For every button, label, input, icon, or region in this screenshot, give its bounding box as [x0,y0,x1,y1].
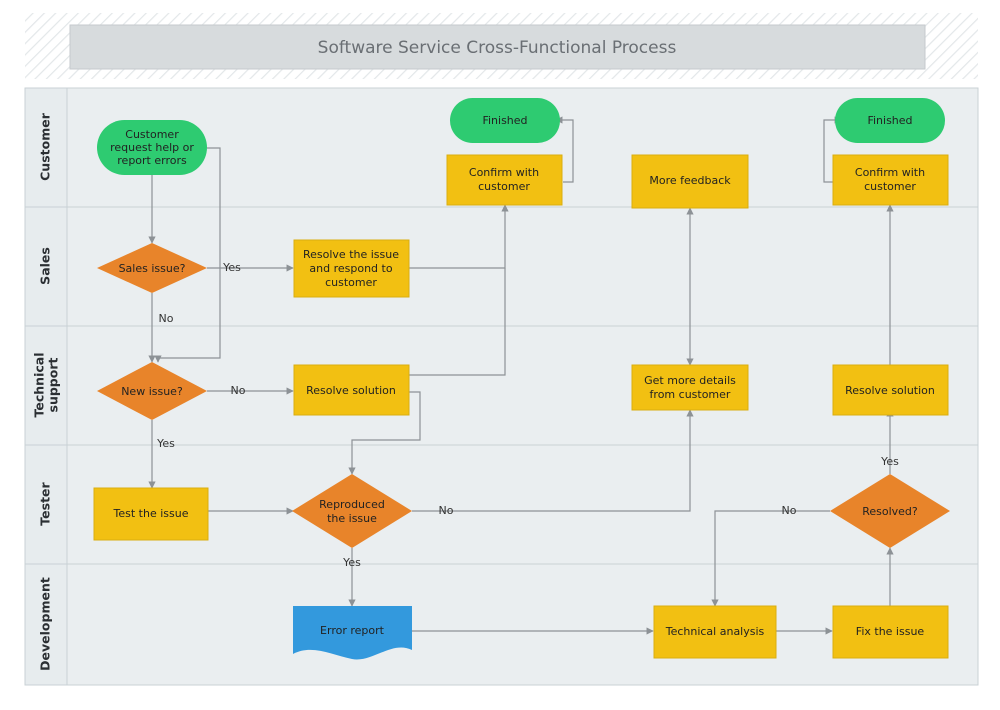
lane-header-column [25,88,67,685]
lane-label-ts-line2: support [46,357,61,412]
node-technical-analysis[interactable]: Technical analysis [653,605,777,659]
page-title: Software Service Cross-Functional Proces… [318,38,677,58]
node-confirm-with-customer-right[interactable]: Confirm with customer [832,154,949,206]
node-more-feedback[interactable]: More feedback [631,154,749,209]
edge-reproduced-no [412,409,694,512]
edge-request-to-new-issue [154,147,221,363]
node-confirm-with-customer-left[interactable]: Confirm with customer [446,154,563,206]
edge-confirm-to-finished-left [555,116,574,183]
edge-resolved-no [711,510,830,607]
title-box [69,24,926,70]
error-report-document-shape [293,606,412,660]
node-resolve-solution-right[interactable]: Resolve solution [832,364,949,416]
node-finished-right[interactable]: Finished [835,98,945,143]
node-fix-the-issue[interactable]: Fix the issue [832,605,949,659]
lane-label-development: Development [38,577,53,671]
lane-label-tester: Tester [38,481,53,525]
lane-outer-border [24,87,979,686]
edge-resolve-solution-to-reproduced [348,391,421,475]
node-finished-left[interactable]: Finished [450,98,560,143]
connectors [148,116,894,635]
node-get-more-details[interactable]: Get more details from customer [631,364,749,411]
title-band: Software Service Cross-Functional Proces… [25,13,978,79]
edge-confirm-to-finished-right [823,116,842,183]
edge-resolve-solution-to-confirm [409,268,506,376]
node-resolve-solution-left[interactable]: Resolve solution [293,364,410,416]
lane-label-customer: Customer [38,112,53,181]
lane-label-ts-line1: Technical [32,353,47,418]
lane-label-technical-support: Technical support [32,353,61,418]
lane-label-sales: Sales [38,247,53,285]
node-resolve-respond[interactable]: Resolve the issue and respond to custome… [293,239,410,298]
node-test-the-issue[interactable]: Test the issue [93,487,209,541]
node-customer-request[interactable]: Customer request help or report errors [97,120,207,175]
